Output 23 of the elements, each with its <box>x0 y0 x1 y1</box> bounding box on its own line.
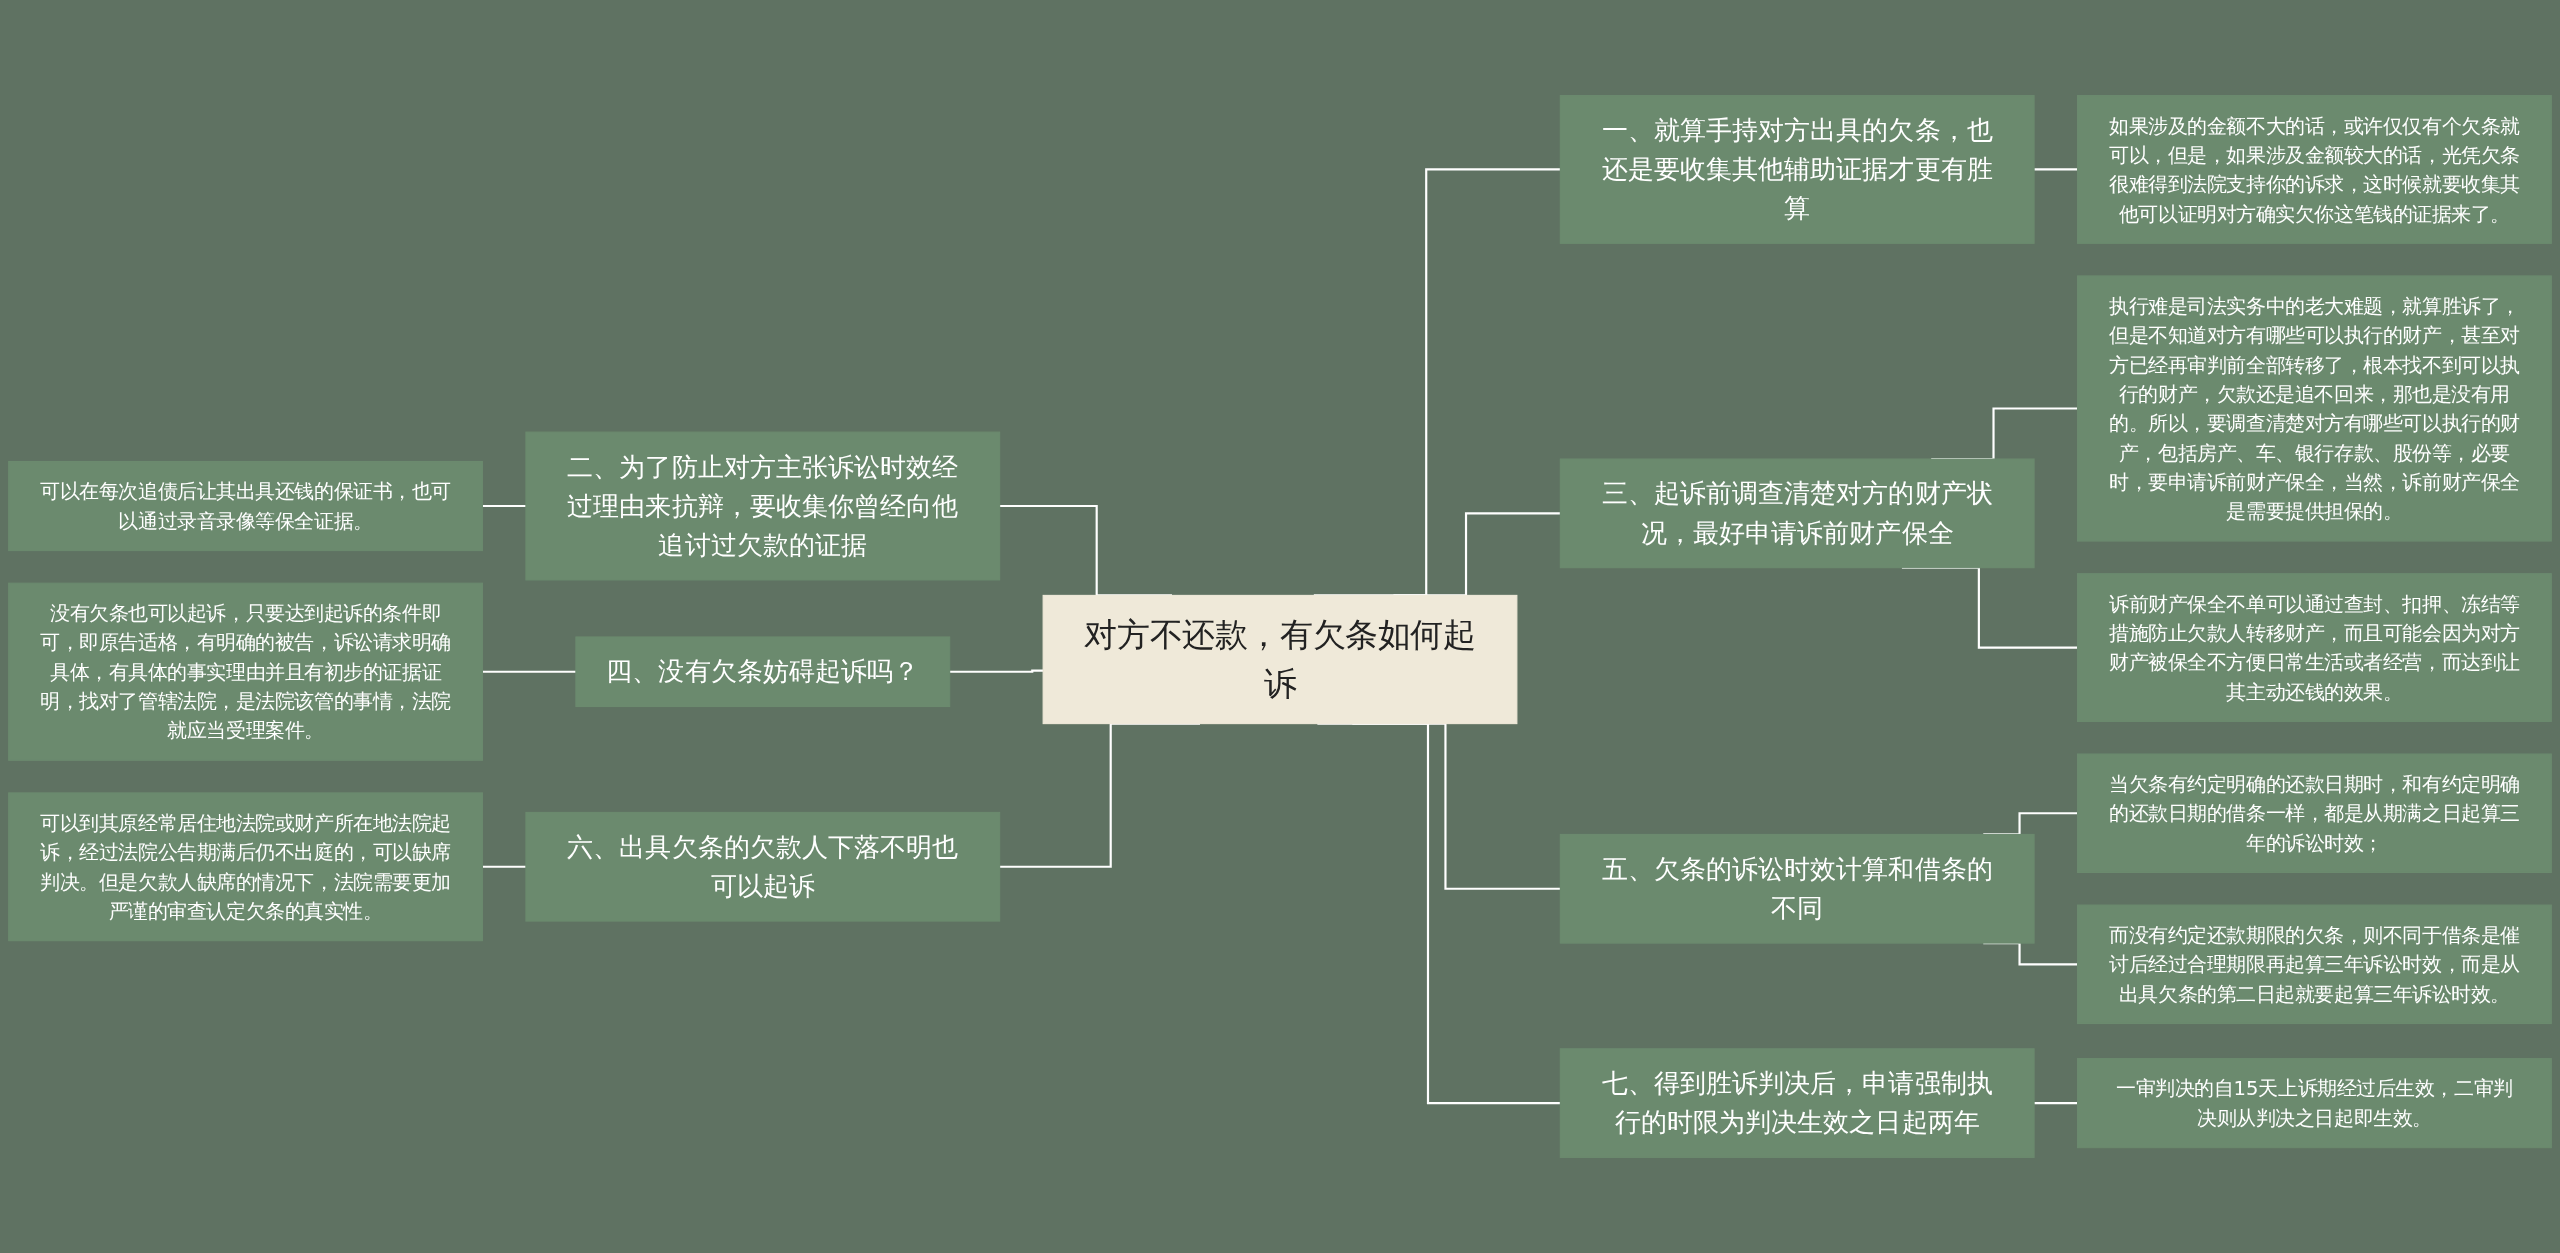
connector <box>482 504 526 508</box>
node-box: 执行难是司法实务中的老大难题，就算胜诉了，但是不知道对方有哪些可以执行的财产，甚至对方已经再审判前全部转移了，根本找不到可以执行的财产，欠款还是追不回来，那也是没有用的。所以，要调查清楚对方有哪些可以执行的财产，包括房产、车、银行存款、股份等，必要时，要申请诉前财产保全，当然，诉前财产保全是需要提供担保的。 <box>2077 275 2552 542</box>
node-box: 七、得到胜诉判决后，申请强制执行的时限为判决生效之日起两年 <box>1559 1048 2035 1158</box>
connector <box>949 669 1044 673</box>
node-box: 诉前财产保全不单可以通过查封、扣押、冻结等措施防止欠款人转移财产，而且可能会因为对方财产被保全不方便日常生活或者经营，而达到让其主动还钱的效果。 <box>2077 573 2552 722</box>
node-box: 可以在每次追债后让其出具还钱的保证书，也可以通过录音录像等保全证据。 <box>8 460 483 552</box>
node-box: 可以到其原经常居住地法院或财产所在地法院起诉，经过法院公告期满后仍不出庭的，可以缺席判决。但是欠款人缺席的情况下，法院需要更加严谨的审查认定欠条的真实性。 <box>8 792 483 942</box>
node-box: 四、没有欠条妨碍起诉吗？ <box>575 636 951 708</box>
node-box: 六、出具欠条的欠款人下落不明也可以起诉 <box>525 811 1001 922</box>
connector <box>482 865 526 868</box>
node-box: 三、起诉前调查清楚对方的财产状况，最好申请诉前财产保全 <box>1559 458 2035 569</box>
node-box: 当欠条有约定明确的还款日期时，和有约定明确的还款日期的借条一样，都是从期满之日起算三年的诉讼时效； <box>2077 753 2552 874</box>
connector <box>2034 168 2078 171</box>
node-box: 而没有约定还款期限的欠条，则不同于借条是催讨后经过合理期限再起算三年诉讼时效，而是从出具欠条的第二日起就要起算三年诉讼时效。 <box>2077 904 2552 1025</box>
node-box: 没有欠条也可以起诉，只要达到起诉的条件即可，即原告适格，有明确的被告，诉讼请求明确具体，有具体的事实理由并且有初步的证据证明，找对了管辖法院，是法院该管的事情，法院就应当受理案件。 <box>8 582 483 761</box>
node-box: 对方不还款，有欠条如何起诉 <box>1042 594 1518 725</box>
connector <box>2034 1102 2078 1105</box>
node-box: 一审判决的自15天上诉期经过后生效，二审判决则从判决之日起即生效。 <box>2077 1058 2552 1149</box>
node-box: 五、欠条的诉讼时效计算和借条的不同 <box>1559 833 2035 944</box>
node-box: 一、就算手持对方出具的欠条，也还是要收集其他辅助证据才更有胜算 <box>1559 95 2035 244</box>
connector <box>482 670 576 673</box>
node-box: 如果涉及的金额不大的话，或许仅仅有个欠条就可以，但是，如果涉及金额较大的话，光凭欠条很难得到法院支持你的诉求，这时候就要收集其他可以证明对方确实欠你这笔钱的证据来了。 <box>2077 95 2552 244</box>
node-box: 二、为了防止对方主张诉讼时效经过理由来抗辩，要收集你曾经向他追讨过欠款的证据 <box>525 431 1001 581</box>
